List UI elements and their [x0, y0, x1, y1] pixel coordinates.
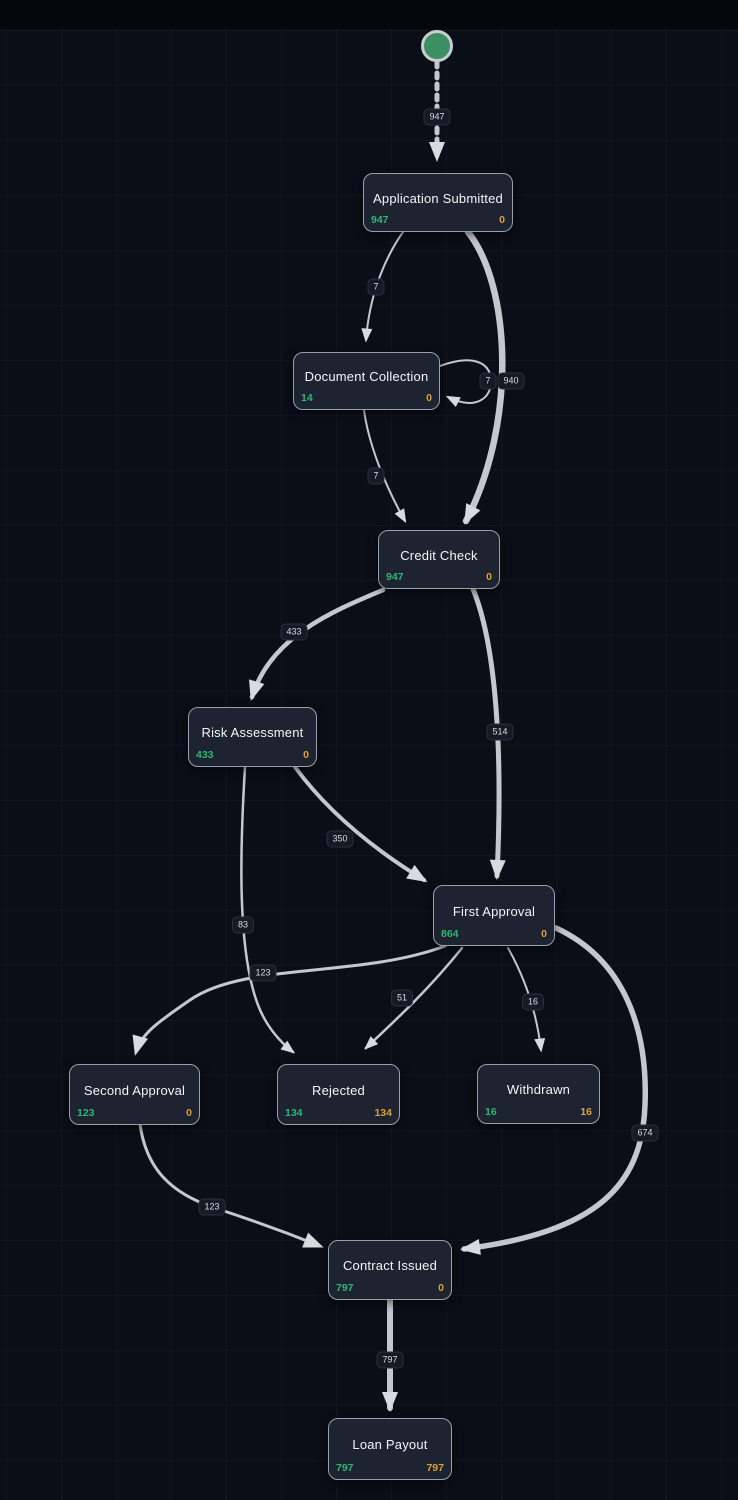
- node-title: Application Submitted: [373, 190, 503, 206]
- node-total-count: 797: [336, 1282, 354, 1294]
- node-title: Risk Assessment: [201, 725, 304, 740]
- node-end-count: 16: [580, 1106, 592, 1118]
- node-end-count: 134: [374, 1107, 392, 1119]
- node-risk-assessment[interactable]: Risk Assessment 433 0: [188, 707, 317, 767]
- edge-first-to-contract: [460, 925, 648, 1255]
- node-counts: 433 0: [189, 749, 316, 766]
- node-counts: 134 134: [278, 1107, 399, 1124]
- edge-document-to-credit: [363, 409, 407, 524]
- node-total-count: 134: [285, 1107, 303, 1119]
- node-counts: 14 0: [294, 392, 439, 409]
- edge-label-risk-to-first[interactable]: 350: [326, 830, 354, 848]
- node-end-count: 0: [186, 1107, 192, 1119]
- edge-label-document-to-credit[interactable]: 7: [367, 467, 385, 485]
- node-counts: 864 0: [434, 928, 554, 945]
- edge-application-to-credit: [462, 228, 506, 525]
- node-contract-issued[interactable]: Contract Issued 797 0: [328, 1240, 452, 1300]
- node-loan-payout[interactable]: Loan Payout 797 797: [328, 1418, 452, 1480]
- edge-label-first-to-rejected[interactable]: 51: [390, 989, 414, 1007]
- node-title: Contract Issued: [342, 1258, 438, 1273]
- node-total-count: 864: [441, 928, 459, 940]
- edge-first-to-rejected: [364, 946, 464, 1050]
- node-total-count: 947: [371, 214, 389, 226]
- node-credit-check[interactable]: Credit Check 947 0: [378, 530, 500, 589]
- node-total-count: 797: [336, 1462, 354, 1474]
- node-title: Withdrawn: [506, 1082, 571, 1097]
- edge-first-to-second: [132, 944, 447, 1056]
- node-total-count: 947: [386, 571, 404, 583]
- node-document-collection[interactable]: Document Collection 14 0: [293, 352, 440, 410]
- edge-label-first-to-contract[interactable]: 674: [631, 1124, 659, 1142]
- edge-label-application-to-credit[interactable]: 940: [497, 372, 525, 390]
- node-title: Loan Payout: [352, 1437, 428, 1452]
- node-counts: 797 0: [329, 1282, 451, 1299]
- edge-label-start-to-application[interactable]: 947: [423, 108, 451, 126]
- node-counts: 797 797: [329, 1462, 451, 1479]
- node-second-approval[interactable]: Second Approval 123 0: [69, 1064, 200, 1125]
- edge-second-to-contract: [138, 1122, 324, 1248]
- edge-label-contract-to-payout[interactable]: 797: [376, 1351, 404, 1369]
- node-application-submitted[interactable]: Application Submitted 947 0: [363, 173, 513, 232]
- edge-label-application-to-document[interactable]: 7: [367, 278, 385, 296]
- edge-label-credit-to-first[interactable]: 514: [486, 723, 514, 741]
- node-total-count: 14: [301, 392, 313, 404]
- node-total-count: 16: [485, 1106, 497, 1118]
- node-title: Document Collection: [304, 369, 429, 384]
- edge-label-risk-to-rejected[interactable]: 83: [231, 916, 255, 934]
- node-end-count: 0: [499, 214, 505, 226]
- node-end-count: 0: [541, 928, 547, 940]
- node-counts: 123 0: [70, 1107, 199, 1124]
- edge-risk-to-first: [293, 765, 428, 883]
- edge-credit-to-risk: [249, 587, 386, 701]
- node-total-count: 123: [77, 1107, 95, 1119]
- edge-label-first-to-withdrawn[interactable]: 16: [521, 993, 545, 1011]
- node-withdrawn[interactable]: Withdrawn 16 16: [477, 1064, 600, 1124]
- node-counts: 947 0: [364, 214, 512, 231]
- edge-label-second-to-contract[interactable]: 123: [198, 1198, 226, 1216]
- edge-label-first-to-second[interactable]: 123: [249, 964, 277, 982]
- node-end-count: 0: [486, 571, 492, 583]
- node-title: Second Approval: [83, 1082, 186, 1098]
- node-end-count: 797: [426, 1462, 444, 1474]
- node-counts: 16 16: [478, 1106, 599, 1123]
- node-first-approval[interactable]: First Approval 864 0: [433, 885, 555, 946]
- node-end-count: 0: [426, 392, 432, 404]
- edge-risk-to-rejected: [240, 765, 295, 1054]
- node-end-count: 0: [438, 1282, 444, 1294]
- node-title: First Approval: [452, 903, 536, 919]
- node-title: Credit Check: [400, 547, 478, 563]
- edge-label-document-self-loop[interactable]: 7: [479, 372, 497, 390]
- node-total-count: 433: [196, 749, 214, 761]
- node-counts: 947 0: [379, 571, 499, 588]
- node-title: Rejected: [312, 1082, 365, 1098]
- top-band: [0, 0, 738, 29]
- edge-label-credit-to-risk[interactable]: 433: [280, 623, 308, 641]
- edge-credit-to-first: [470, 586, 506, 880]
- node-rejected[interactable]: Rejected 134 134: [277, 1064, 400, 1125]
- start-node[interactable]: [421, 30, 453, 62]
- node-end-count: 0: [303, 749, 309, 761]
